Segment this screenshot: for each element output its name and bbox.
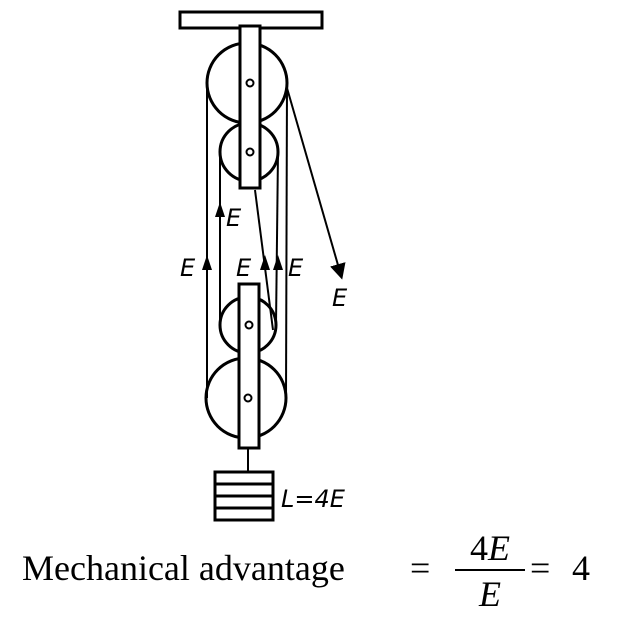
label-e-pull: E [332, 284, 348, 312]
caption-numerator: 4E [455, 527, 525, 568]
rope [206, 82, 346, 399]
label-e-middle: E [236, 254, 252, 282]
upper-block-strap [238, 24, 262, 190]
caption-numerator-coeff: 4 [470, 528, 488, 568]
load-weight [213, 470, 275, 522]
caption-value: 4 [572, 548, 590, 588]
caption-fraction: 4E E [455, 527, 525, 614]
caption-equals-1: = [410, 548, 431, 588]
tension-arrows [202, 202, 283, 270]
label-load: L=4E [281, 485, 346, 513]
lower-block-strap [237, 282, 261, 450]
label-e-upper: E [226, 204, 242, 232]
tension-arrow-inner-left [215, 202, 225, 217]
caption-text: Mechanical advantage [22, 548, 345, 588]
fraction-bar [455, 569, 525, 571]
caption-denominator: E [479, 574, 501, 614]
upper-axle-small [245, 147, 255, 157]
label-e-right: E [288, 254, 304, 282]
caption-numerator-var: E [488, 528, 510, 568]
tension-arrow-right [273, 255, 283, 270]
lower-axle-small [244, 320, 254, 330]
upper-axle-large [245, 78, 255, 88]
caption: Mechanical advantage = 4E E = 4 [0, 525, 620, 623]
tension-arrow-middle [260, 255, 270, 270]
caption-equals-2: = [530, 548, 551, 588]
tension-arrow-left [202, 255, 212, 270]
lower-axle-large [243, 393, 253, 403]
label-e-left: E [180, 254, 196, 282]
